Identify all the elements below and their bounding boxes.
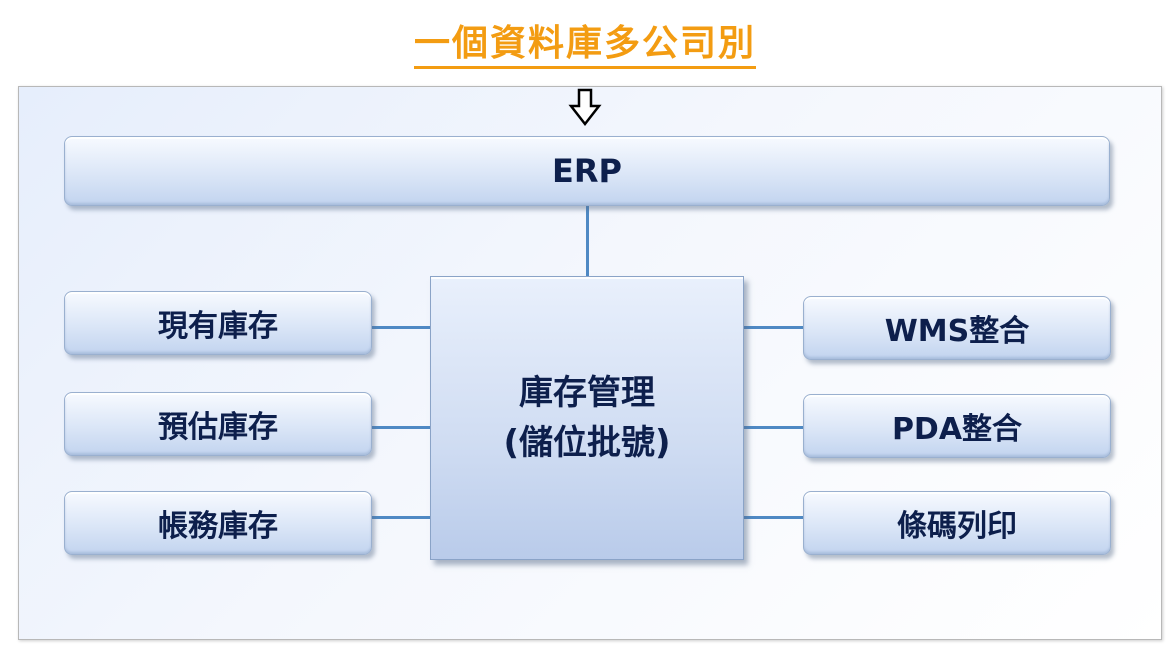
center-line-1: 庫存管理 [519, 373, 655, 413]
left-box-current-stock: 現有庫存 [64, 291, 372, 355]
right-box-label: WMS整合 [884, 314, 1030, 349]
erp-box: ERP [64, 136, 1110, 206]
left-box-label: 帳務庫存 [158, 509, 278, 544]
right-box-wms: WMS整合 [803, 296, 1111, 360]
inventory-management-box: 庫存管理 (儲位批號) [430, 276, 744, 560]
connector-right-2 [744, 426, 803, 429]
connector-right-1 [744, 326, 803, 329]
right-box-barcode: 條碼列印 [803, 491, 1111, 555]
right-box-label: 條碼列印 [897, 509, 1017, 544]
right-box-label: PDA整合 [891, 412, 1023, 447]
erp-label: ERP [552, 152, 622, 190]
connector-erp-center [586, 206, 589, 276]
right-box-pda: PDA整合 [803, 394, 1111, 458]
center-line-2: (儲位批號) [503, 423, 671, 463]
left-box-label: 預估庫存 [158, 410, 278, 445]
connector-left-2 [372, 426, 430, 429]
page-title-text: 一個資料庫多公司別 [413, 23, 756, 69]
connector-left-1 [372, 326, 430, 329]
left-box-estimated-stock: 預估庫存 [64, 392, 372, 456]
connector-left-3 [372, 516, 430, 519]
down-arrow-icon [568, 88, 602, 127]
connector-right-3 [744, 516, 803, 519]
page-title: 一個資料庫多公司別 [0, 14, 1170, 69]
left-box-label: 現有庫存 [158, 309, 278, 344]
left-box-accounting-stock: 帳務庫存 [64, 491, 372, 555]
